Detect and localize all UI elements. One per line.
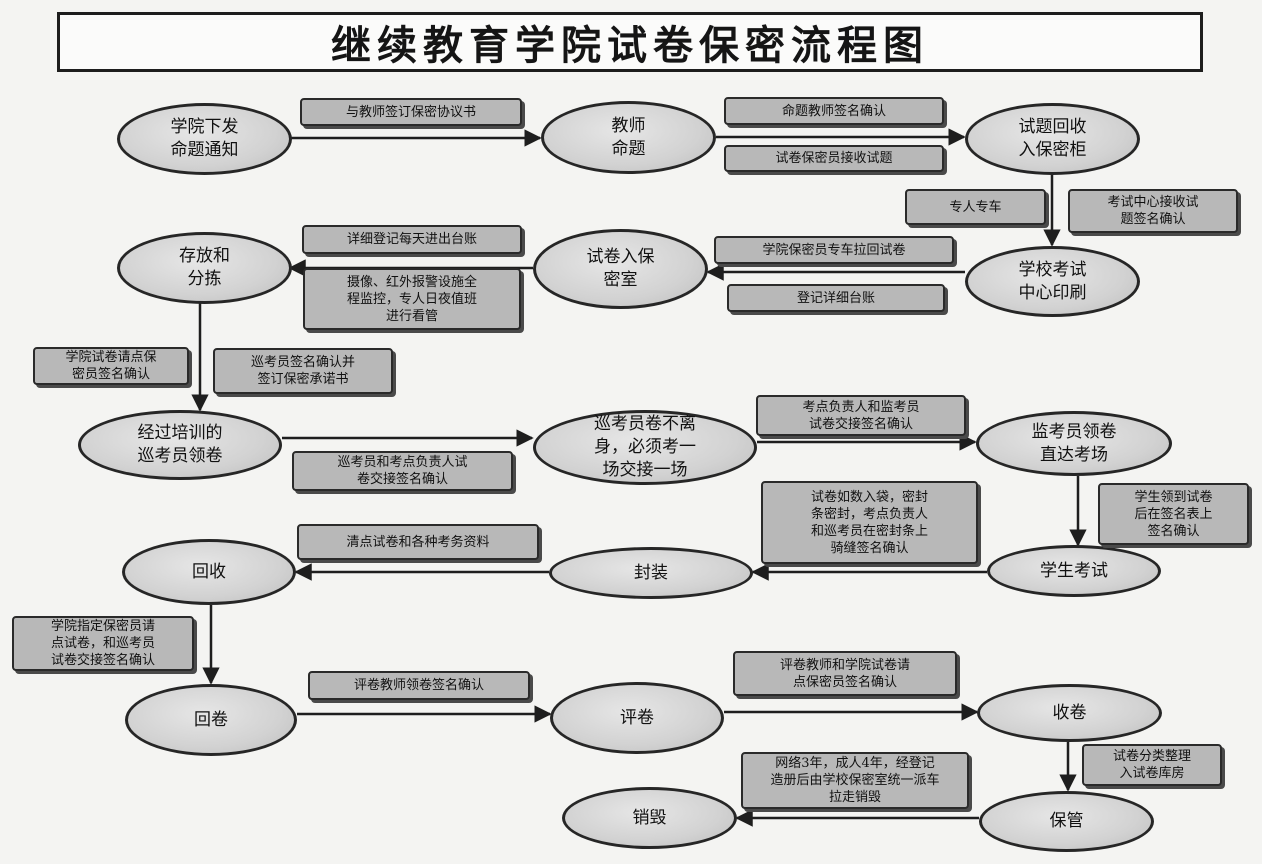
node-destroy: 销毁 (562, 787, 737, 849)
note-confidentiality-agreement: 与教师签订保密协议书 (300, 98, 522, 126)
note-exam-center-receives: 考试中心接收试 题签名确认 (1068, 189, 1238, 233)
node-sealing: 封装 (549, 547, 753, 599)
node-invigilator-collects: 监考员领卷 直达考场 (976, 411, 1172, 476)
note-detailed-ledger: 登记详细台账 (727, 284, 945, 312)
note-dedicated-vehicle: 专人专车 (905, 189, 1046, 225)
note-officer-transports-back: 学院保密员专车拉回试卷 (714, 236, 954, 264)
note-inspector-handover: 巡考员和考点负责人试 卷交接签名确认 (292, 451, 513, 491)
note-surveillance-guard: 摄像、红外报警设施全 程监控，专人日夜值班 进行看管 (303, 268, 521, 330)
node-collect-into-safe: 试题回收 入保密柜 (965, 103, 1140, 175)
note-seal-and-sign: 试卷如数入袋，密封 条密封，考点负责人 和巡考员在密封条上 骑缝签名确认 (761, 481, 978, 564)
note-designated-officer-count: 学院指定保密员请 点试卷，和巡考员 试卷交接签名确认 (12, 616, 194, 671)
node-teacher-sets-paper: 教师 命题 (541, 101, 716, 174)
note-grader-officer-sign: 评卷教师和学院试卷请 点保密员签名确认 (733, 651, 957, 696)
node-into-secure-room: 试卷入保 密室 (533, 229, 708, 309)
note-count-materials: 清点试卷和各种考务资料 (297, 524, 539, 560)
note-sort-into-storage: 试卷分类整理 入试卷库房 (1082, 744, 1222, 786)
node-recovery: 回收 (122, 539, 296, 605)
note-officer-checks-sign: 学院试卷请点保 密员签名确认 (33, 347, 189, 385)
node-return-papers: 回卷 (125, 684, 297, 756)
note-teacher-sign-confirm: 命题教师签名确认 (724, 97, 944, 125)
node-archive: 保管 (979, 791, 1154, 852)
note-student-signs: 学生领到试卷 后在签名表上 签名确认 (1098, 483, 1249, 545)
node-exam-center-print: 学校考试 中心印刷 (965, 246, 1140, 317)
node-inspector-keeps-papers: 巡考员卷不离 身，必须考一 场交接一场 (533, 410, 757, 485)
note-retention-destroy: 网络3年，成人4年，经登记 造册后由学校保密室统一派车 拉走销毁 (741, 752, 969, 809)
page-title: 继续教育学院试卷保密流程图 (331, 23, 929, 69)
node-storage-sorting: 存放和 分拣 (117, 232, 292, 304)
node-grading: 评卷 (550, 682, 724, 754)
note-security-officer-receives: 试卷保密员接收试题 (724, 145, 944, 172)
node-student-exam: 学生考试 (987, 545, 1161, 597)
note-site-head-handover: 考点负责人和监考员 试卷交接签名确认 (756, 395, 966, 436)
note-grader-signs: 评卷教师领卷签名确认 (308, 671, 530, 700)
title-frame: 继续教育学院试卷保密流程图 (57, 12, 1203, 72)
node-college-issues-notice: 学院下发 命题通知 (117, 103, 292, 175)
node-trained-inspector-collects: 经过培训的 巡考员领卷 (78, 410, 282, 480)
note-inspector-signs-pledge: 巡考员签名确认并 签订保密承诺书 (213, 348, 393, 394)
note-daily-inout-ledger: 详细登记每天进出台账 (302, 225, 522, 254)
node-collect-graded: 收卷 (977, 684, 1162, 742)
